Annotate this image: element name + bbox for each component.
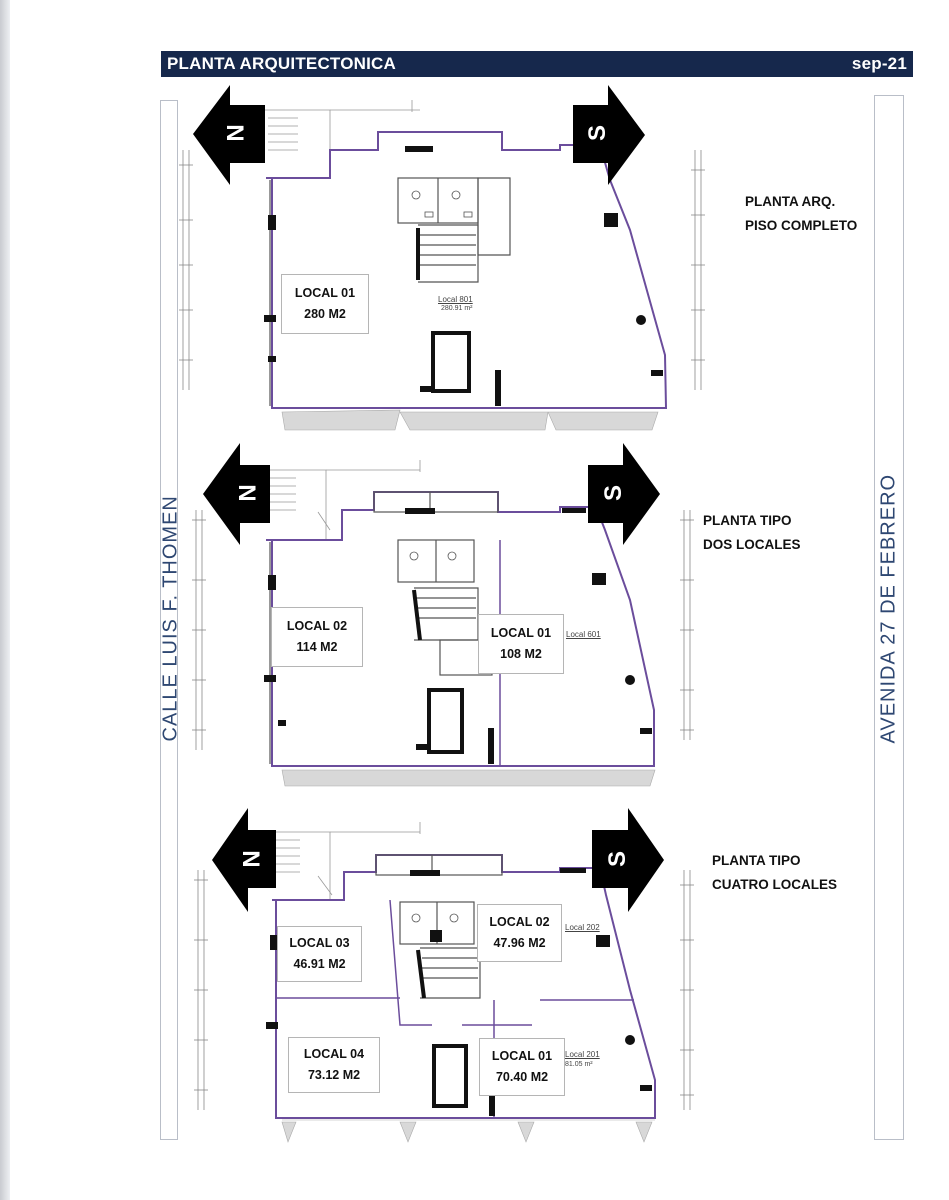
plan-3-local-04-box: LOCAL 04 73.12 M2 — [288, 1037, 380, 1093]
plan-2-local-02-box: LOCAL 02 114 M2 — [271, 607, 363, 667]
plan-3-local-03-box: LOCAL 03 46.91 M2 — [277, 926, 362, 982]
compass-s-2: S — [600, 484, 628, 502]
plan-3-label: PLANTA TIPO CUATRO LOCALES — [712, 849, 837, 897]
south-arrow-3-icon — [592, 808, 664, 912]
locale-name: LOCAL 02 — [286, 619, 348, 633]
locale-name: LOCAL 01 — [294, 286, 356, 300]
plan-2-drawing — [192, 460, 694, 787]
plan-2-room-name: Local 601 — [566, 630, 601, 639]
plan-2-local-01-box: LOCAL 01 108 M2 — [478, 614, 564, 674]
south-arrow-2-icon — [588, 443, 660, 545]
north-arrow-2-icon — [203, 443, 270, 545]
compass-s-3: S — [604, 850, 632, 868]
locale-area: 114 M2 — [296, 640, 338, 654]
plan-3-drawing — [194, 822, 694, 1143]
plan-1-local-01-box: LOCAL 01 280 M2 — [281, 274, 369, 334]
compass-n-2: N — [234, 484, 262, 502]
plan-3-room-b-name: Local 201 — [565, 1050, 600, 1059]
plan-3-local-02-box: LOCAL 02 47.96 M2 — [477, 904, 562, 962]
locale-name: LOCAL 04 — [303, 1047, 365, 1061]
header-title: PLANTA ARQUITECTONICA — [167, 54, 396, 73]
street-left-strip — [160, 100, 178, 1140]
locale-name: LOCAL 03 — [289, 936, 350, 950]
plan-1-drawing — [179, 100, 705, 431]
page-edge — [0, 0, 10, 1200]
plan-2-label-line1: PLANTA TIPO — [703, 513, 792, 528]
locale-name: LOCAL 01 — [491, 1049, 553, 1063]
plan-2-label-line2: DOS LOCALES — [703, 537, 801, 552]
plan-1-room-name: Local 801 — [438, 295, 473, 304]
plan-2-label: PLANTA TIPO DOS LOCALES — [703, 509, 801, 557]
locale-area: 108 M2 — [500, 647, 542, 661]
compass-n-1: N — [222, 124, 250, 142]
header-bar: PLANTA ARQUITECTONICA sep-21 — [161, 51, 913, 77]
locale-area: 46.91 M2 — [293, 957, 346, 971]
plan-3-label-line2: CUATRO LOCALES — [712, 877, 837, 892]
plan-1-label-line1: PLANTA ARQ. — [745, 194, 836, 209]
locale-area: 47.96 M2 — [493, 936, 546, 950]
header-date: sep-21 — [851, 54, 907, 73]
street-right-strip — [874, 95, 904, 1140]
plan-1-room-area: 280.91 m² — [441, 305, 473, 312]
plan-3-room-a-name: Local 202 — [565, 923, 600, 932]
north-arrow-1-icon — [193, 85, 265, 185]
plan-1-label-line2: PISO COMPLETO — [745, 218, 858, 233]
locale-name: LOCAL 02 — [489, 915, 550, 929]
compass-n-3: N — [238, 850, 266, 868]
locale-area: 70.40 M2 — [495, 1070, 549, 1084]
plan-1-label: PLANTA ARQ. PISO COMPLETO — [745, 190, 857, 238]
plan-3-label-line1: PLANTA TIPO — [712, 853, 801, 868]
locale-name: LOCAL 01 — [490, 626, 552, 640]
locale-area: 280 M2 — [304, 307, 346, 321]
south-arrow-1-icon — [573, 85, 645, 185]
plan-3-local-01-box: LOCAL 01 70.40 M2 — [479, 1038, 565, 1096]
north-arrow-3-icon — [212, 808, 276, 912]
compass-s-1: S — [584, 124, 612, 142]
plan-3-room-b-area: 81.05 m² — [565, 1061, 593, 1068]
locale-area: 73.12 M2 — [307, 1068, 361, 1082]
